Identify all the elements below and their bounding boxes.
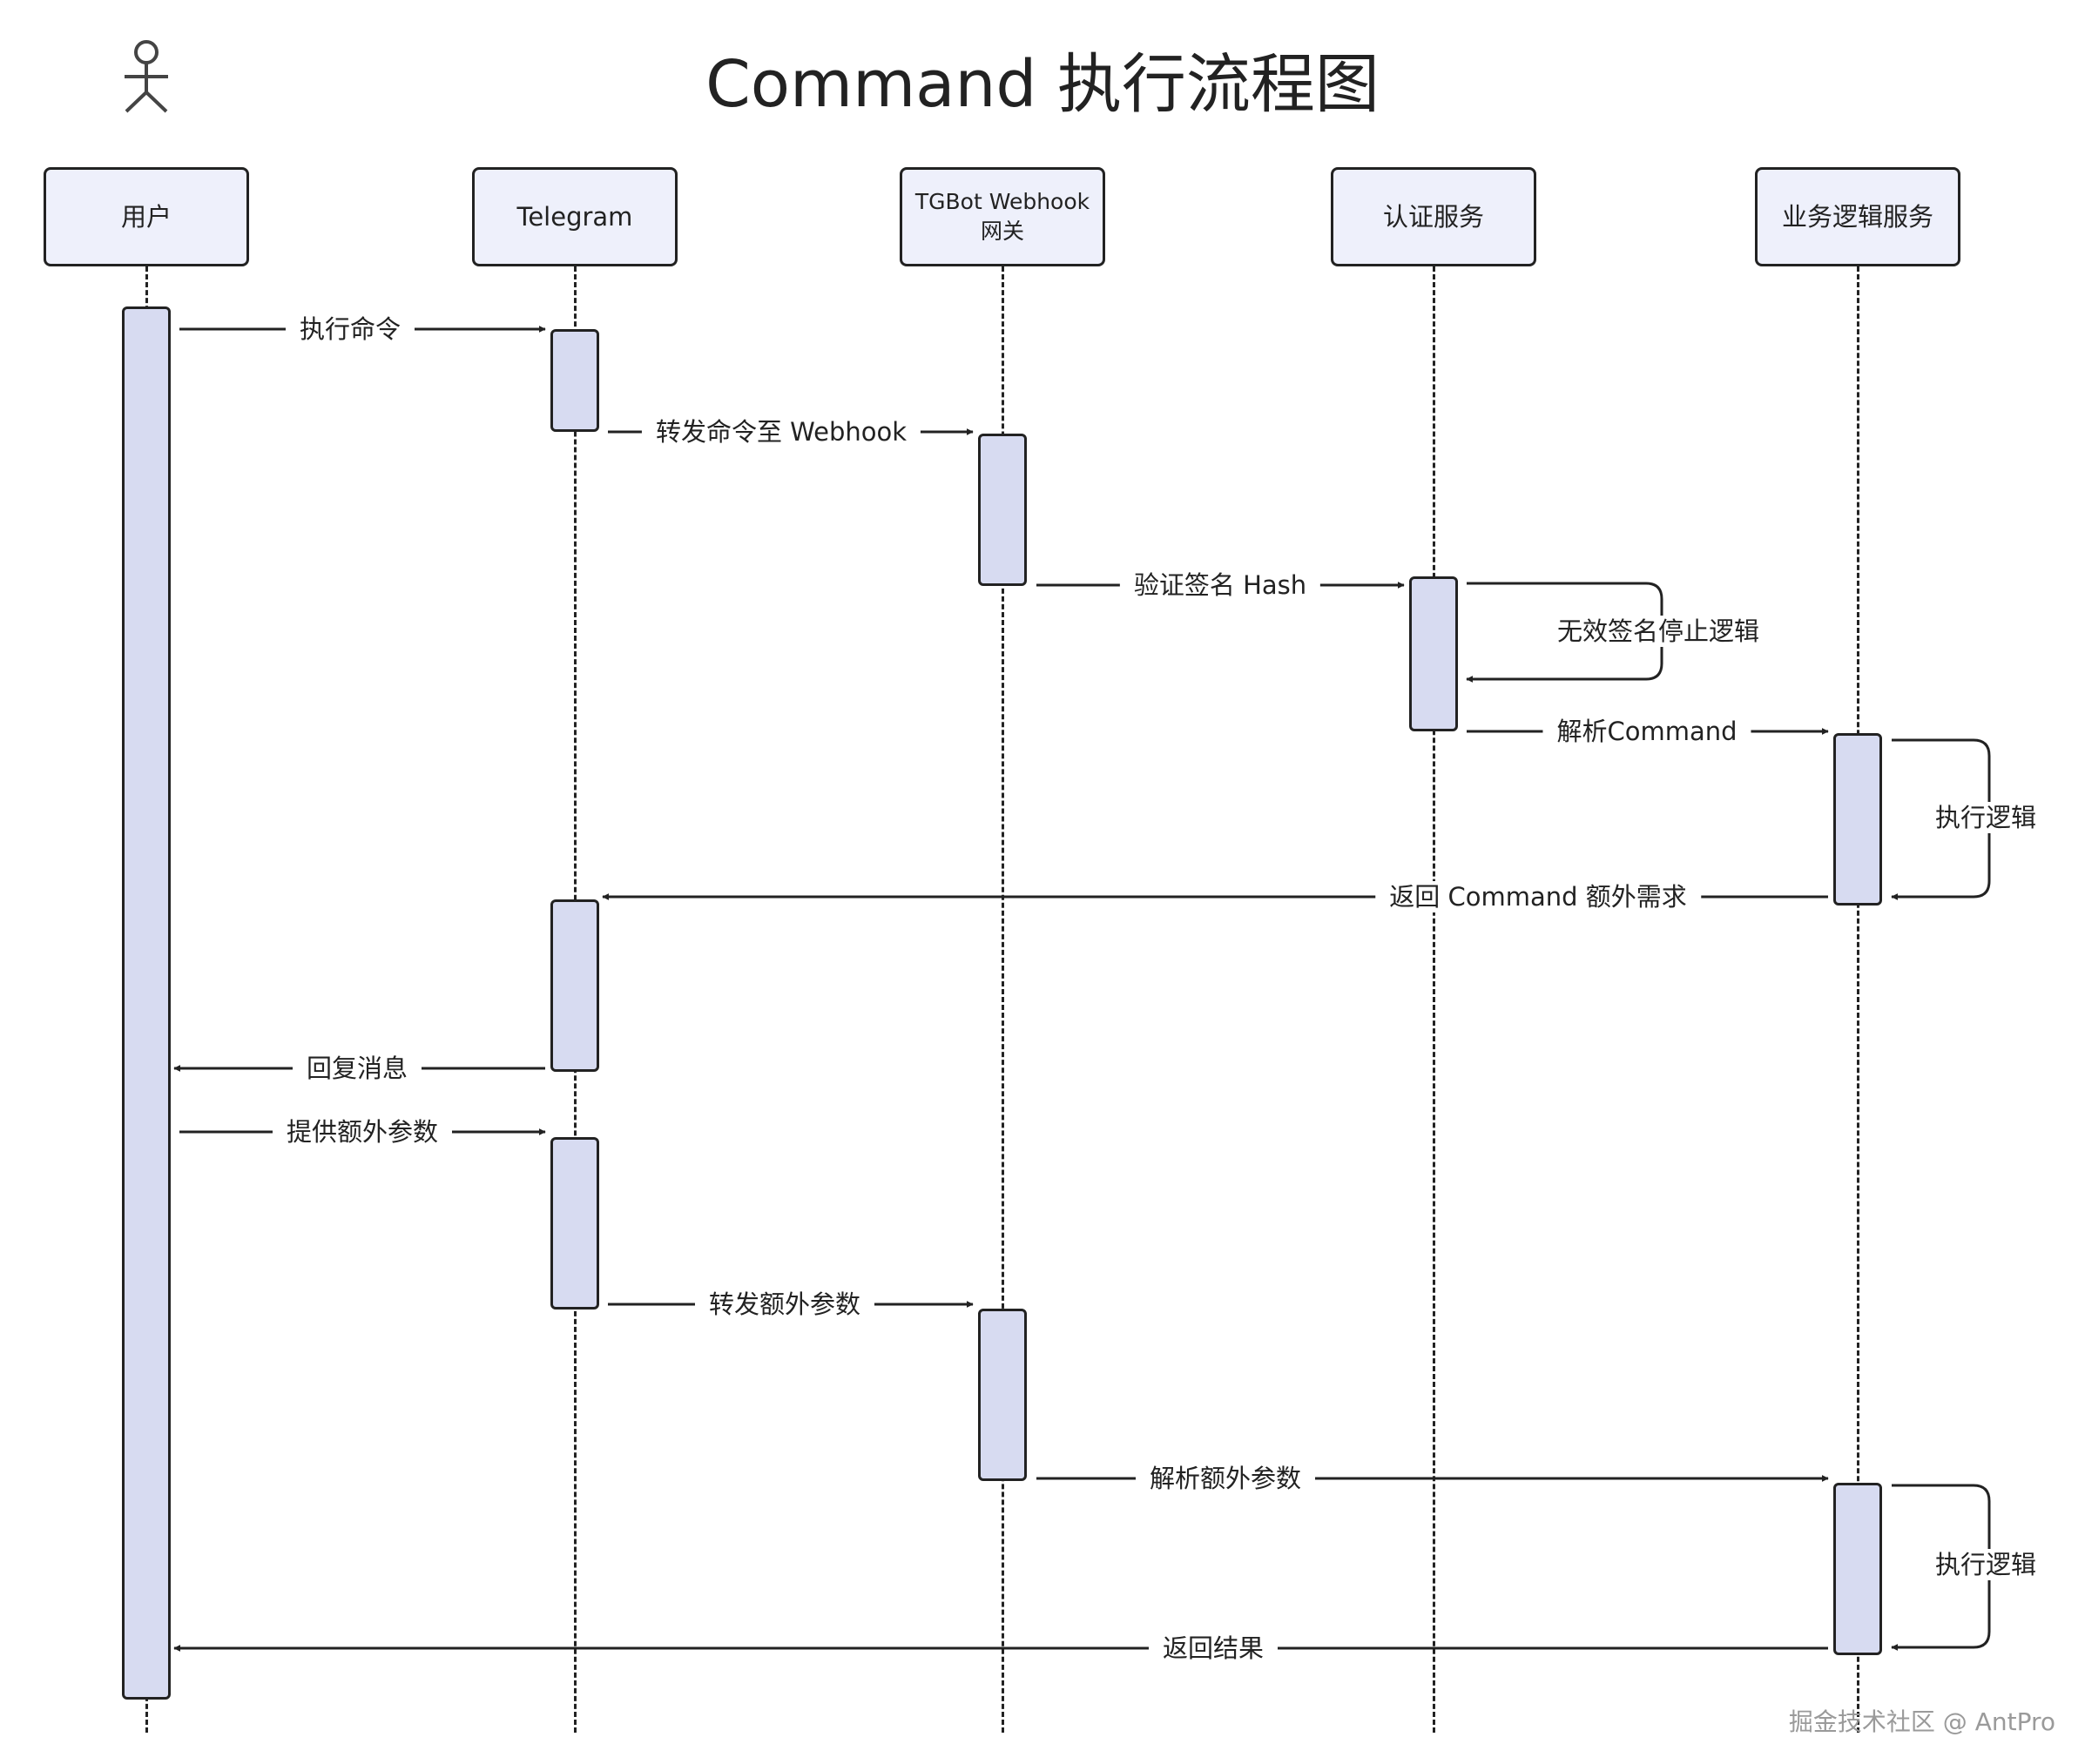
activation-telegram-1 bbox=[550, 329, 599, 432]
activation-business-1 bbox=[1833, 733, 1882, 906]
message-label-execute-logic-1: 执行逻辑 bbox=[1920, 802, 2051, 833]
message-label-return-result: 返回结果 bbox=[1148, 1633, 1279, 1664]
message-label-return-extra-needs: 返回 Command 额外需求 bbox=[1375, 881, 1701, 912]
actor-stick-figure-icon bbox=[125, 40, 168, 113]
activation-gateway-1 bbox=[978, 434, 1027, 586]
watermark: 掘金技术社区 @ AntPro bbox=[1788, 1707, 2055, 1736]
activation-telegram-2 bbox=[550, 899, 599, 1072]
message-label-reply-message: 回复消息 bbox=[292, 1053, 422, 1084]
lifeline-auth bbox=[1433, 266, 1435, 1733]
lifeline-gateway bbox=[1002, 266, 1004, 1733]
activation-auth bbox=[1409, 576, 1458, 731]
participant-telegram: Telegram bbox=[472, 167, 678, 266]
diagram-title: Command 执行流程图 bbox=[705, 47, 1380, 122]
participant-auth-service: 认证服务 bbox=[1331, 167, 1536, 266]
message-label-provide-params: 提供额外参数 bbox=[272, 1116, 453, 1148]
activation-business-2 bbox=[1833, 1483, 1882, 1655]
activation-gateway-2 bbox=[978, 1309, 1027, 1481]
message-label-verify-hash: 验证签名 Hash bbox=[1119, 569, 1321, 601]
message-label-execute-command: 执行命令 bbox=[285, 313, 415, 345]
activation-user bbox=[122, 306, 171, 1700]
participant-business-service: 业务逻辑服务 bbox=[1755, 167, 1960, 266]
message-label-parse-command: 解析Command bbox=[1542, 716, 1751, 747]
activation-telegram-3 bbox=[550, 1137, 599, 1310]
message-label-forward-params: 转发额外参数 bbox=[694, 1289, 875, 1320]
message-label-parse-params: 解析额外参数 bbox=[1135, 1463, 1316, 1494]
message-label-execute-logic-2: 执行逻辑 bbox=[1920, 1549, 2051, 1580]
lifeline-business bbox=[1857, 266, 1859, 1733]
message-label-invalid-signature: 无效签名停止逻辑 bbox=[1542, 616, 1774, 647]
participant-user: 用户 bbox=[44, 167, 249, 266]
participant-webhook-gateway: TGBot Webhook 网关 bbox=[900, 167, 1105, 266]
message-label-forward-webhook: 转发命令至 Webhook bbox=[641, 416, 921, 448]
